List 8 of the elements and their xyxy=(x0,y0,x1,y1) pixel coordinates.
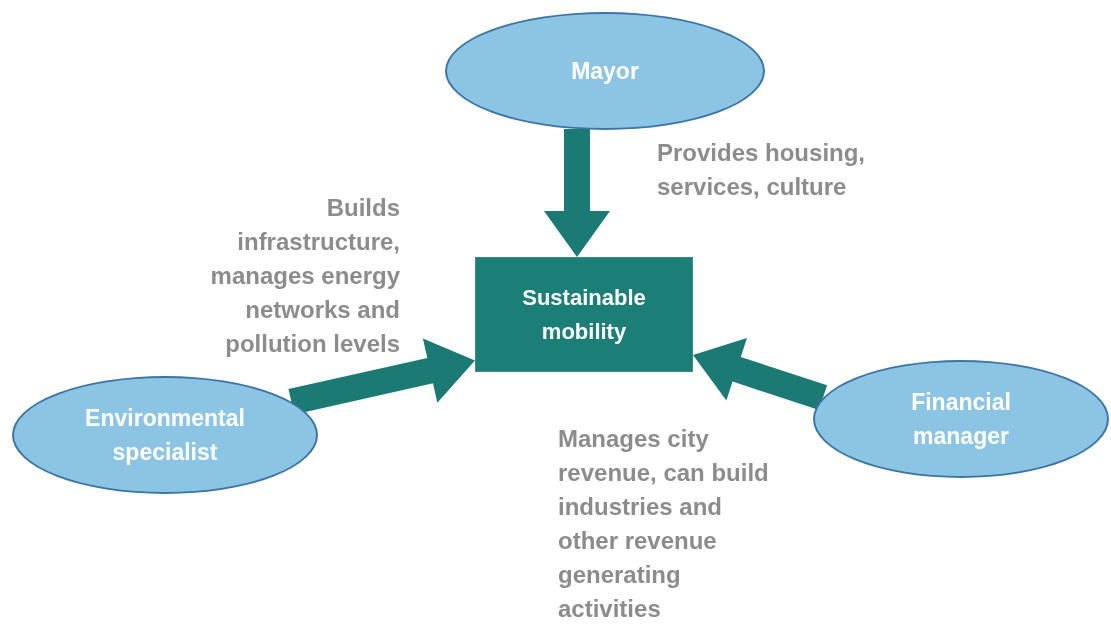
block-arrow xyxy=(544,129,610,257)
node-label: Mayor xyxy=(571,57,639,86)
topic-box xyxy=(475,257,693,372)
node-label: Financial manager xyxy=(910,388,1012,451)
block-arrow xyxy=(693,337,828,410)
node-label: Sustainable mobility xyxy=(521,283,647,346)
node-label: Environmental specialist xyxy=(84,404,246,467)
block-arrow xyxy=(288,338,475,415)
